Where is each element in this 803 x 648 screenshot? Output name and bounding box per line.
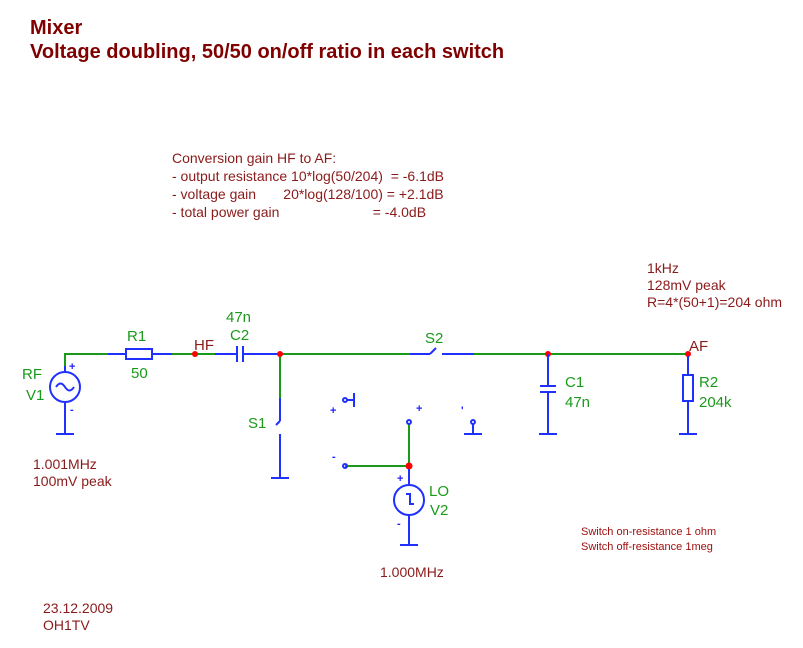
r1-ref: R1 (127, 328, 146, 345)
capacitor-c1[interactable]: C1 47n (539, 354, 590, 435)
wires (64, 353, 688, 467)
node-lo (405, 462, 413, 470)
lo-frequency: 1.000MHz (380, 564, 444, 580)
wire-v1-r1 (64, 353, 110, 366)
v1-name: RF (22, 366, 42, 383)
v1-plus: + (69, 361, 75, 373)
rf-frequency: 1.001MHz (33, 456, 97, 472)
conversion-line-voltage-gain: - voltage gain 20*log(128/100) = +2.1dB (172, 186, 444, 202)
node-hf (192, 351, 198, 357)
footer-date: 23.12.2009 (43, 600, 114, 616)
rf-source-v1[interactable]: + - RF V1 (22, 361, 81, 435)
sine-wave-icon (55, 382, 75, 392)
conversion-heading: Conversion gain HF to AF: (172, 150, 337, 166)
c2-ref: C2 (230, 327, 249, 344)
diagram-subtitle: Voltage doubling, 50/50 on/off ratio in … (30, 41, 505, 63)
capacitor-c2[interactable]: 47n C2 (215, 309, 280, 362)
r1-value: 50 (131, 365, 148, 382)
diagram-title: Mixer (30, 17, 83, 39)
resistor-r1[interactable]: R1 50 (108, 328, 172, 382)
c1-ref: C1 (565, 374, 584, 391)
switch-control-terminals: + + - ' (330, 393, 482, 469)
rf-amplitude: 100mV peak (33, 473, 112, 489)
switch-icon (429, 347, 437, 355)
output-amplitude: 128mV peak (647, 277, 726, 293)
switch-on-resistance: Switch on-resistance 1 ohm (581, 526, 717, 538)
ctrl-s1-plus: + (330, 405, 336, 417)
v2-plus: + (397, 473, 403, 485)
ctrl-tick: ' (461, 405, 464, 417)
resistor-r2[interactable]: R2 204k (679, 356, 732, 435)
output-resistance-formula: R=4*(50+1)=204 ohm (647, 294, 783, 310)
square-wave-icon (406, 493, 414, 505)
c2-value: 47n (226, 309, 251, 326)
node-hf-label: HF (194, 337, 214, 354)
ctrl-s2-plus: + (416, 403, 422, 415)
v1-minus: - (70, 404, 74, 416)
switch-icon (275, 420, 281, 426)
node-c2-s1 (277, 351, 283, 357)
r2-value: 204k (699, 394, 732, 411)
output-frequency: 1kHz (647, 260, 679, 276)
ctrl-minus: - (332, 451, 336, 463)
node-af (685, 351, 691, 357)
node-af-label: AF (689, 338, 708, 355)
footer-author: OH1TV (43, 617, 90, 633)
c1-value: 47n (565, 394, 590, 411)
v2-name: LO (429, 483, 449, 500)
v1-ref: V1 (26, 387, 44, 404)
resistor-icon (125, 348, 153, 360)
switch-s2[interactable]: S2 (410, 330, 474, 355)
switch-s1[interactable]: S1 (248, 398, 289, 479)
r2-ref: R2 (699, 374, 718, 391)
switch-off-resistance: Switch off-resistance 1meg (581, 541, 713, 553)
v2-ref: V2 (430, 502, 448, 519)
s1-ref: S1 (248, 415, 266, 432)
lo-source-v2[interactable]: + - LO V2 (393, 469, 449, 546)
s2-ref: S2 (425, 330, 443, 347)
conversion-line-output-resistance: - output resistance 10*log(50/204) = -6.… (172, 168, 445, 184)
conversion-line-total-gain: - total power gain = -4.0dB (172, 204, 427, 220)
resistor-icon (682, 374, 694, 402)
v2-minus: - (397, 518, 401, 530)
